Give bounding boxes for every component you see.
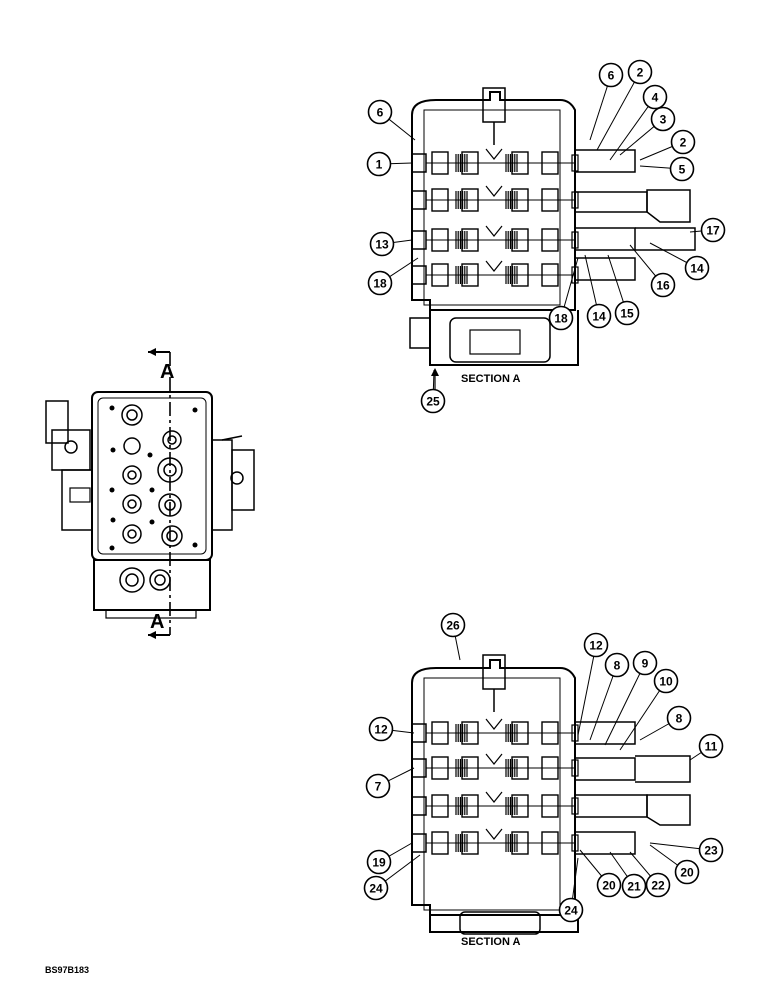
top-callout-number: 15 (620, 306, 634, 320)
top-callout-1: 1 (366, 151, 413, 177)
top-callout-number: 18 (373, 276, 387, 290)
top-callout-16: 16 (629, 244, 676, 298)
bottom-callout-number: 9 (642, 656, 649, 670)
top-callout-number: 25 (426, 394, 440, 408)
bottom-callout-24: 24 (363, 854, 421, 901)
bottom-callout-10: 10 (619, 668, 679, 751)
bottom-callout-number: 24 (369, 881, 383, 895)
top-callout-25: 25 (420, 369, 446, 414)
bottom-callout-number: 26 (446, 618, 460, 632)
top-callout-number: 5 (679, 162, 686, 176)
section-label-top: SECTION A (461, 373, 521, 385)
bottom-callout-22: 22 (629, 851, 671, 898)
top-callout-number: 14 (592, 309, 606, 323)
top-callout-2: 2 (639, 129, 696, 161)
top-callout-15: 15 (607, 254, 640, 326)
bottom-callout-19: 19 (366, 842, 413, 875)
top-callout-6: 6 (367, 99, 416, 141)
top-callout-18: 18 (367, 257, 419, 296)
top-callout-number: 1 (376, 157, 383, 171)
bottom-callout-number: 19 (372, 855, 386, 869)
top-callout-number: 2 (680, 135, 687, 149)
top-callout-number: 16 (656, 278, 670, 292)
bottom-callout-number: 20 (602, 878, 616, 892)
top-section-view: SECTION A (409, 87, 696, 392)
top-callout-14: 14 (649, 242, 710, 281)
bottom-callout-number: 12 (374, 722, 388, 736)
bottom-callout-20: 20 (579, 849, 622, 898)
bottom-section-view: SECTION A (411, 654, 691, 948)
bottom-callout-8: 8 (639, 705, 692, 741)
bottom-callout-26: 26 (440, 612, 466, 661)
bottom-callout-9: 9 (604, 650, 658, 746)
cut-marker-bottom: A (150, 611, 164, 633)
top-callout-number: 14 (690, 261, 704, 275)
top-callout-6: 6 (589, 62, 624, 141)
bottom-callout-number: 22 (651, 878, 665, 892)
top-callout-number: 6 (608, 68, 615, 82)
top-callout-number: 18 (554, 311, 568, 325)
top-callout-3: 3 (619, 106, 676, 156)
bottom-callout-12: 12 (368, 716, 415, 742)
section-label-bottom: SECTION A (461, 936, 521, 948)
bottom-callout-number: 8 (676, 711, 683, 725)
top-callout-number: 4 (652, 90, 659, 104)
top-callout-2: 2 (596, 59, 653, 151)
bottom-callout-12: 12 (577, 632, 609, 736)
bottom-callout-24: 24 (558, 857, 584, 923)
bottom-callout-21: 21 (609, 851, 647, 899)
top-callout-number: 2 (637, 65, 644, 79)
bottom-callout-11: 11 (689, 733, 724, 761)
bottom-callout-23: 23 (649, 837, 724, 863)
top-callout-number: 6 (377, 105, 384, 119)
figure-code: BS97B183 (45, 965, 89, 975)
top-callout-number: 17 (706, 223, 720, 237)
top-callout-14: 14 (584, 254, 612, 329)
bottom-callout-8: 8 (589, 652, 630, 741)
bottom-callout-7: 7 (365, 767, 415, 799)
top-callout-18: 18 (548, 257, 579, 331)
top-callout-17: 17 (689, 217, 726, 243)
bottom-callout-number: 12 (589, 638, 603, 652)
top-callout-number: 3 (660, 112, 667, 126)
top-callout-4: 4 (609, 84, 668, 161)
top-callout-13: 13 (369, 231, 413, 257)
overview-valve-view: A A (45, 348, 255, 639)
cut-marker-top: A (160, 361, 174, 383)
bottom-callout-number: 21 (627, 879, 641, 893)
bottom-callout-20: 20 (649, 844, 700, 885)
bottom-callout-number: 23 (704, 843, 718, 857)
bottom-callout-number: 7 (375, 779, 382, 793)
top-callout-5: 5 (639, 156, 695, 182)
top-callout-number: 13 (375, 237, 389, 251)
bottom-callout-number: 10 (659, 674, 673, 688)
bottom-callout-number: 24 (564, 903, 578, 917)
bottom-callout-number: 20 (680, 865, 694, 879)
bottom-callout-number: 11 (705, 739, 718, 753)
bottom-callout-number: 8 (614, 658, 621, 672)
